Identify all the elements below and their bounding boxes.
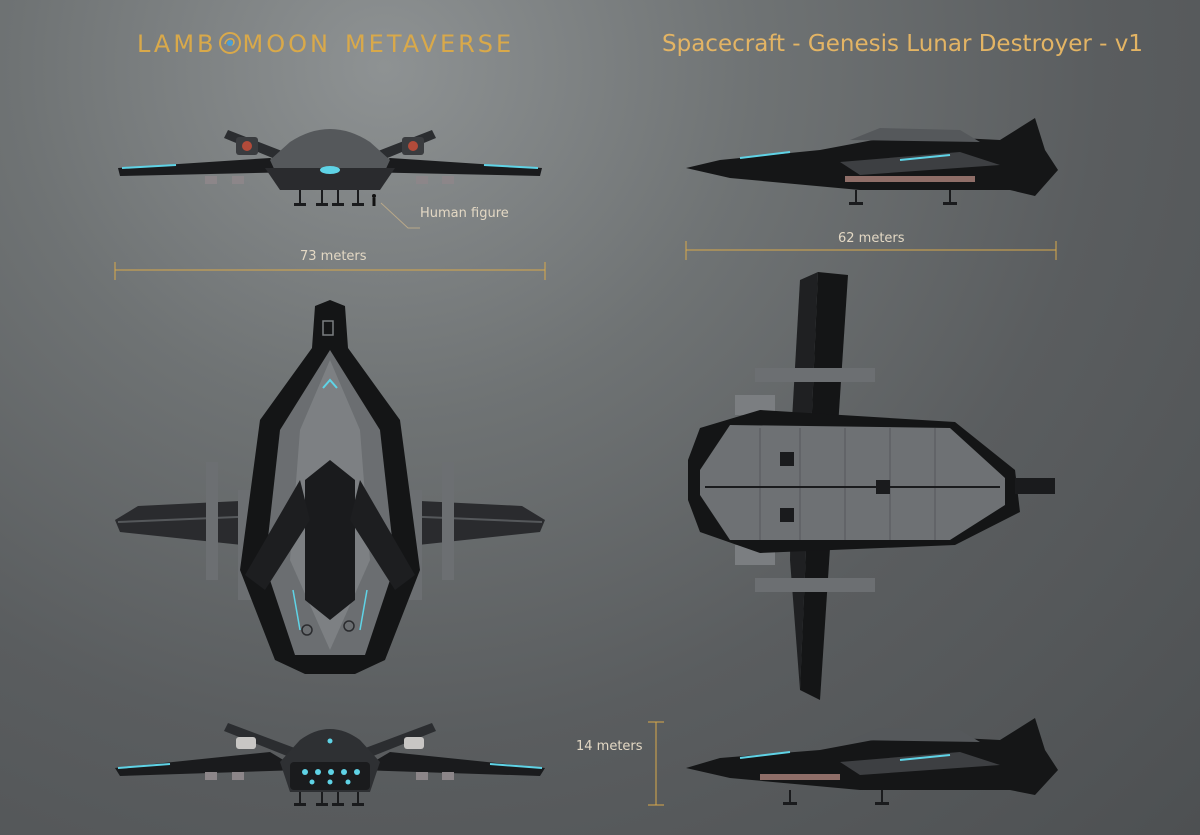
ship-bottom-view [688,272,1055,700]
brand-metaverse: METAVERSE [344,30,515,58]
length-label: 62 meters [838,231,905,246]
brand-prefix: LAMB [137,30,217,58]
height-label: 14 meters [576,739,643,754]
brand-logo: LAMB MOON METAVERSE [137,30,514,58]
human-figure-label: Human figure [420,206,509,221]
ship-top-view [115,300,545,674]
ship-rear-view [115,723,545,806]
wingspan-label: 73 meters [300,249,367,264]
page-title: Spacecraft - Genesis Lunar Destroyer - v… [662,31,1143,57]
ship-side-view [686,118,1058,205]
brand-suffix: MOON [242,30,331,58]
human-figure-icon [372,194,376,206]
ship-side-view-lower [686,718,1058,805]
dimension-lines [114,202,1057,806]
moon-logo-icon [218,32,241,54]
ship-front-view [118,129,542,206]
